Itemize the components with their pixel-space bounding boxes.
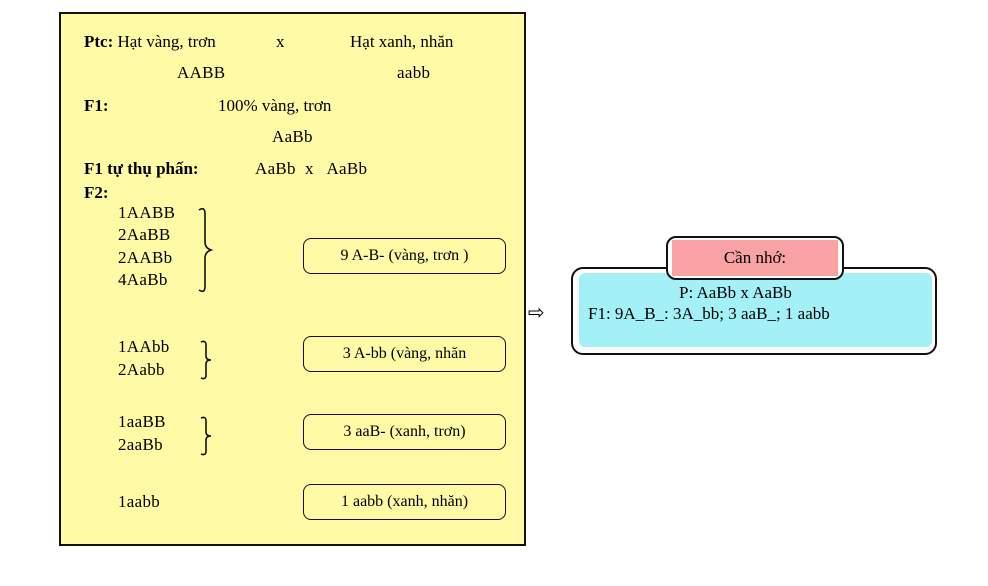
brace-icon bbox=[198, 207, 214, 293]
arrow-icon: ⇨ bbox=[528, 300, 545, 324]
selfing-label: F1 tự thụ phấn: bbox=[84, 159, 199, 178]
genotype-item: 2AABb bbox=[118, 248, 173, 267]
result-box: 3 aaB- (xanh, trơn) bbox=[303, 414, 506, 450]
result-box: 1 aabb (xanh, nhăn) bbox=[303, 484, 506, 520]
ptc-right-parent: Hạt xanh, nhăn bbox=[350, 32, 454, 51]
note-line-2: F1: 9A_B_: 3A_bb; 3 aaB_; 1 aabb bbox=[588, 304, 830, 323]
result-box: 9 A-B- (vàng, trơn ) bbox=[303, 238, 506, 274]
cross-diagram-panel: Ptc: Hạt vàng, trơn x Hạt xanh, nhăn AAB… bbox=[59, 12, 526, 546]
genotype-item: 1aabb bbox=[118, 492, 161, 511]
genotype-item: 4AaBb bbox=[118, 270, 168, 289]
ptc-left-parent: Hạt vàng, trơn bbox=[117, 32, 216, 51]
ptc-cross-symbol: x bbox=[276, 32, 285, 51]
f1-label: F1: bbox=[84, 96, 109, 115]
genotype-item: 1aaBB bbox=[118, 412, 166, 431]
note-line-1: P: AaBb x AaBb bbox=[679, 283, 792, 302]
ptc-right-genotype: aabb bbox=[397, 63, 431, 82]
f1-genotype: AaBb bbox=[272, 127, 313, 146]
ptc-left-genotype: AABB bbox=[177, 63, 226, 82]
note-title: Cần nhớ: bbox=[672, 240, 838, 276]
note-body bbox=[579, 273, 932, 347]
brace-icon bbox=[200, 416, 212, 456]
f2-label: F2: bbox=[84, 183, 109, 202]
genotype-item: 2Aabb bbox=[118, 360, 165, 379]
f1-phenotype: 100% vàng, trơn bbox=[218, 96, 332, 115]
ptc-line: Ptc: Hạt vàng, trơn bbox=[84, 32, 216, 52]
selfing-cross: AaBb x AaBb bbox=[255, 159, 368, 178]
genotype-item: 1AAbb bbox=[118, 337, 170, 356]
genotype-item: 2aaBb bbox=[118, 435, 163, 454]
ptc-label: Ptc: bbox=[84, 32, 114, 51]
genotype-item: 1AABB bbox=[118, 203, 176, 222]
genotype-item: 2AaBB bbox=[118, 225, 171, 244]
brace-icon bbox=[200, 340, 212, 380]
result-box: 3 A-bb (vàng, nhăn bbox=[303, 336, 506, 372]
